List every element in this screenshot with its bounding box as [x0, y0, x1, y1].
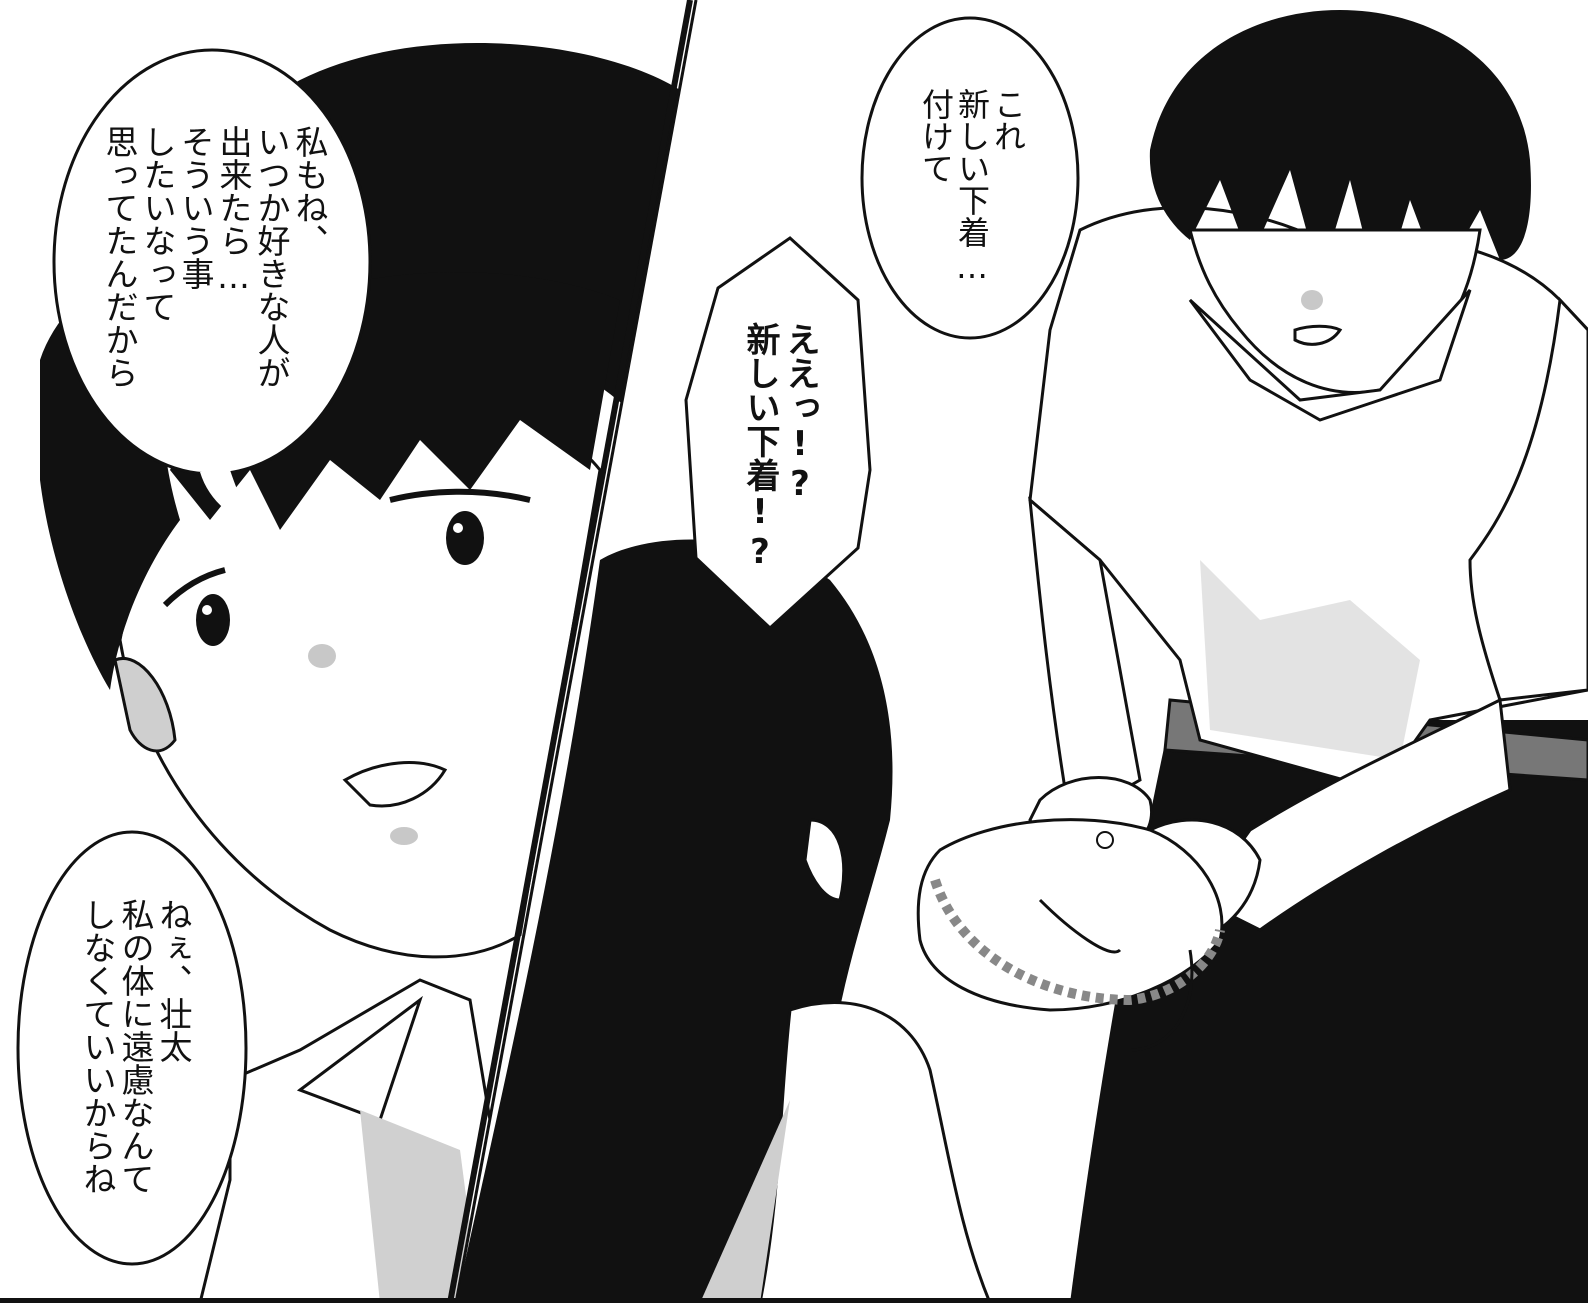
dialogue-girl-reassure: ねぇ、壮太 私の体に遠慮なんて しなくていいからね — [78, 898, 193, 1228]
dialogue-line: ねぇ、壮太 — [154, 898, 193, 1063]
girl-eye-left — [196, 594, 230, 646]
dialogue-line: 出来たら… — [214, 125, 253, 296]
dialogue-line: 付けて — [917, 88, 955, 184]
boy-mouth — [1293, 324, 1343, 346]
dialogue-line: したいなって — [138, 125, 177, 323]
dialogue-line: 新しい下着!? — [740, 322, 780, 572]
dialogue-line: ええっ!? — [780, 322, 820, 504]
panel-divider — [447, 0, 693, 1303]
dialogue-line: そういう事 — [176, 125, 215, 290]
dialogue-line: これ — [989, 88, 1027, 152]
dialogue-girl-wish: 私もね、 いつか好きな人が 出来たら… そういう事 したいなって 思ってたんだか… — [100, 125, 329, 425]
dialogue-line: 私もね、 — [290, 125, 329, 257]
girl-blush — [308, 644, 336, 668]
lingerie-item — [916, 818, 1225, 1052]
dialogue-line: 私の体に遠慮なんて — [116, 898, 155, 1195]
panel-divider-edge — [454, 0, 698, 1303]
girl-ear — [113, 657, 177, 753]
boy-blush — [1301, 290, 1323, 310]
speech-bubble-shout — [684, 236, 872, 631]
speech-bubble-boy — [860, 16, 1080, 340]
dialogue-line: いつか好きな人が — [252, 125, 291, 389]
dialogue-boy-request: これ 新しい下着… 付けて — [917, 88, 1027, 318]
speech-bubble-bottom-left — [16, 830, 248, 1266]
girl-eyebrow-left — [162, 567, 226, 608]
dialogue-girl-surprise: ええっ!? 新しい下着!? — [740, 322, 820, 592]
boy-hair — [1149, 10, 1531, 300]
dialogue-line: 思ってたんだから — [100, 125, 139, 389]
right-panel — [456, 10, 1588, 1303]
girl-mouth — [342, 761, 448, 808]
dialogue-line: しなくていいからね — [78, 898, 117, 1195]
dialogue-line: 新しい下着… — [953, 88, 991, 286]
girl-eyebrow-right — [389, 488, 531, 503]
girl-eye-right — [446, 511, 484, 565]
